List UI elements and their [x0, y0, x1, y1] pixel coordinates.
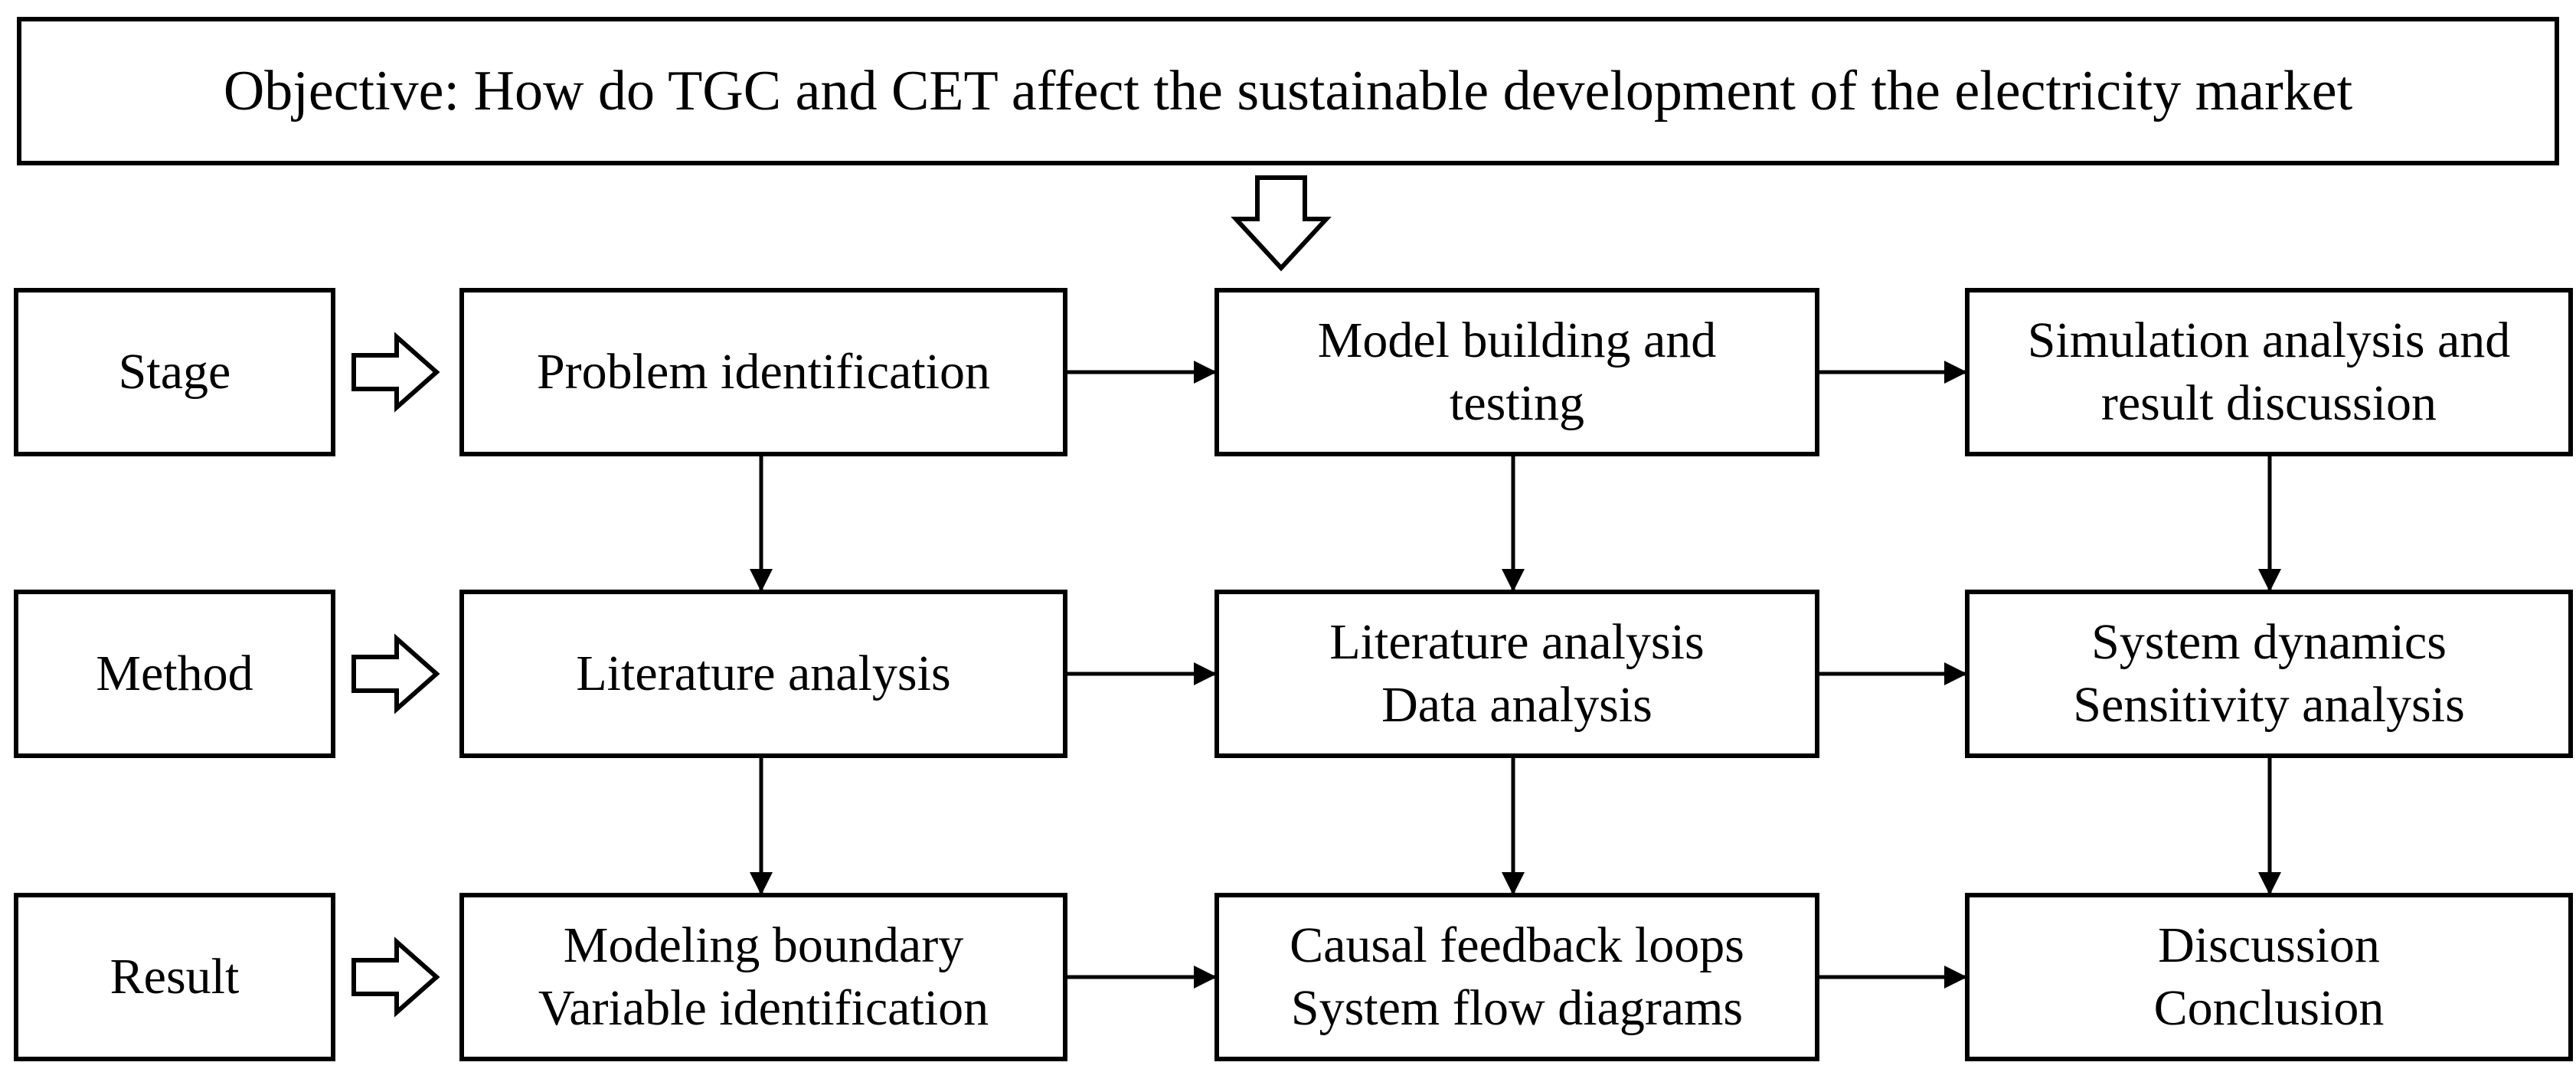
cell-text: Discussion Conclusion	[2153, 917, 2385, 1037]
method-system-dynamics-box: System dynamics Sensitivity analysis	[1965, 590, 2573, 758]
row-label-text: Result	[110, 948, 240, 1005]
cell-text: Causal feedback loops System flow diagra…	[1290, 917, 1744, 1037]
cell-text: Literature analysis	[576, 645, 951, 701]
cell-text: Model building and testing	[1317, 312, 1717, 432]
cell-text: Modeling boundary Variable identificatio…	[538, 917, 989, 1037]
result-block-arrow	[351, 936, 440, 1018]
row-label-stage: Stage	[14, 288, 335, 456]
objective-down-arrow	[1231, 175, 1332, 272]
objective-box: Objective: How do TGC and CET affect the…	[17, 17, 2559, 165]
cell-text: Simulation analysis and result discussio…	[2027, 312, 2511, 432]
method-block-arrow	[351, 633, 440, 714]
result-discussion-conclusion-box: Discussion Conclusion	[1965, 893, 2573, 1061]
stage-block-arrow	[351, 332, 440, 413]
cell-text: Problem identification	[536, 343, 991, 400]
stage-model-building-box: Model building and testing	[1214, 288, 1819, 456]
row-label-text: Stage	[118, 343, 231, 400]
result-modeling-boundary-box: Modeling boundary Variable identificatio…	[459, 893, 1067, 1061]
method-literature-analysis-box: Literature analysis	[459, 590, 1067, 758]
row-label-method: Method	[14, 590, 335, 758]
cell-text: System dynamics Sensitivity analysis	[2073, 613, 2465, 734]
row-label-result: Result	[14, 893, 335, 1061]
stage-simulation-analysis-box: Simulation analysis and result discussio…	[1965, 288, 2573, 456]
objective-text: Objective: How do TGC and CET affect the…	[223, 59, 2353, 123]
cell-text: Literature analysis Data analysis	[1329, 613, 1705, 734]
method-literature-data-analysis-box: Literature analysis Data analysis	[1214, 590, 1819, 758]
result-causal-feedback-box: Causal feedback loops System flow diagra…	[1214, 893, 1819, 1061]
row-label-text: Method	[96, 645, 253, 701]
stage-problem-identification-box: Problem identification	[459, 288, 1067, 456]
